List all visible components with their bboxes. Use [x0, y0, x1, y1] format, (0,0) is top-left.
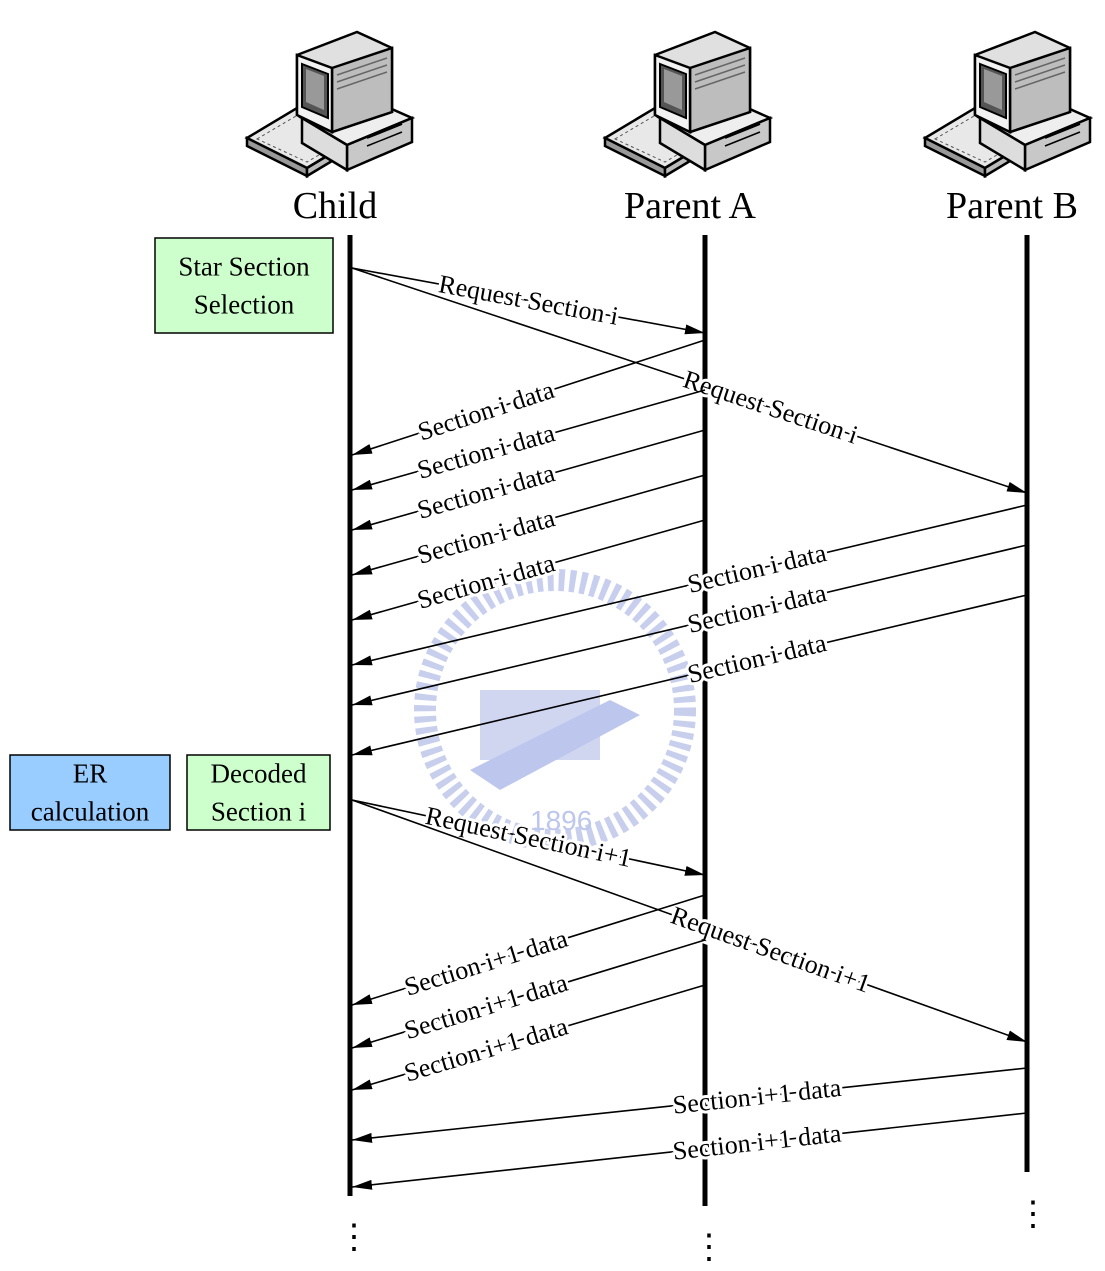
message-label: Section i+1 data	[671, 1118, 843, 1165]
message-label: Request Section i	[436, 269, 620, 330]
message-label: Request Section i+1	[667, 901, 874, 999]
er-calc-line-1: ER	[73, 759, 108, 789]
message-arrow: Request Section i	[352, 268, 705, 333]
message-arrow: Section i+1 data	[352, 1068, 1027, 1140]
er-calc-line-2: calculation	[31, 797, 150, 827]
star-section-line-1: Star Section	[178, 252, 310, 282]
watermark-seal: 1896	[425, 580, 685, 840]
message-label: Section i+1 data	[671, 1073, 843, 1120]
parentB-computer-icon	[925, 32, 1090, 176]
continuation-child: ⋮	[337, 1219, 371, 1256]
message-arrow: Section i+1 data	[352, 1113, 1027, 1187]
node-label-parentA: Parent A	[624, 185, 756, 227]
continuation-parent-a: ⋮	[692, 1229, 726, 1266]
decoded-line-1: Decoded	[211, 759, 307, 789]
decoded-line-2: Section i	[211, 797, 306, 827]
node-label-child: Child	[293, 185, 377, 227]
er-calc-box: ER calculation	[10, 755, 170, 830]
continuation-parent-b: ⋮	[1016, 1196, 1050, 1233]
parentA-computer-icon	[605, 32, 770, 176]
star-section-line-2: Selection	[194, 290, 295, 320]
node-label-parentB: Parent B	[946, 185, 1078, 227]
child-computer-icon	[247, 32, 412, 176]
